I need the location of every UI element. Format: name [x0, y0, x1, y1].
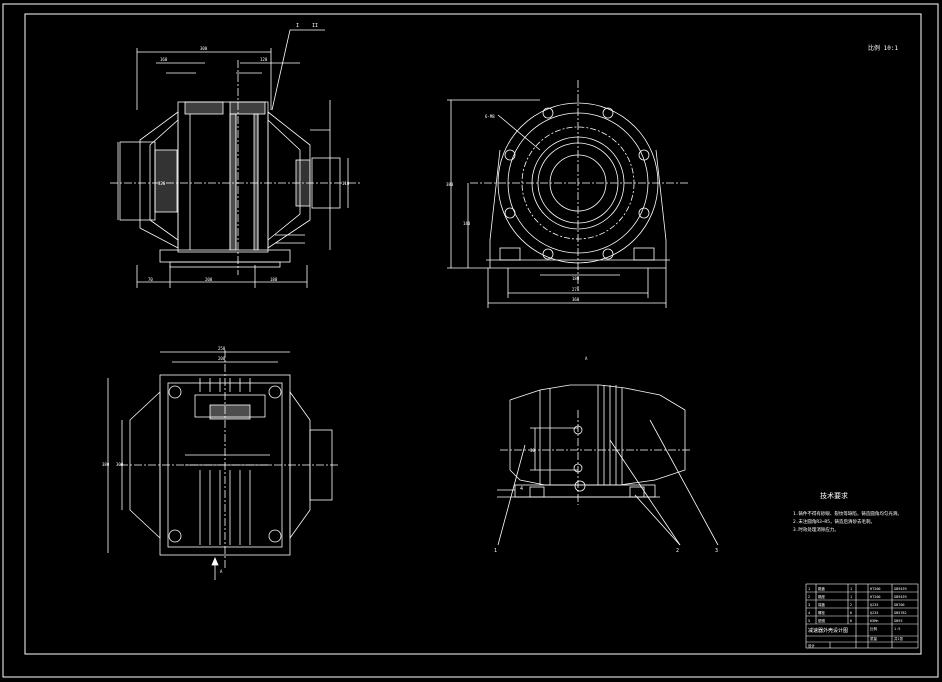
front-section-view — [110, 29, 360, 288]
tech-req-item-2: 2.未注圆角R3~R5，铸造后清砂去毛刺。 — [793, 518, 875, 525]
title-block-cell: 端盖 — [818, 602, 826, 607]
title-block-scale-value: 1:5 — [894, 627, 900, 631]
title-block-cell: 5 — [808, 619, 810, 623]
outer-frame — [2, 3, 939, 678]
dim-top-height2: 300 — [116, 462, 124, 467]
title-block-cell: GB700 — [894, 603, 905, 607]
callout-2: 2 — [676, 548, 679, 554]
dim-front-bottom-right: 180 — [270, 277, 278, 282]
title-block-cell: 3 — [808, 603, 810, 607]
dim-front-right-height: 110 — [342, 181, 350, 186]
top-mark-ii: II — [312, 23, 318, 29]
side-view — [447, 80, 690, 308]
title-block-scale-label: 比例 — [870, 626, 878, 631]
title-block-cell: 箱盖 — [818, 586, 826, 591]
dim-front-top: 300 — [200, 46, 208, 51]
dim-side-hole: 140 — [463, 221, 471, 226]
dim-top-height1: 380 — [102, 462, 110, 467]
dim-front-bottom-mid: 200 — [205, 277, 213, 282]
section-mark: A — [585, 356, 588, 361]
title-block-cell: HT200 — [870, 595, 881, 599]
top-view — [107, 350, 340, 580]
dim-side-height: 380 — [446, 182, 454, 187]
dim-side-base2: 270 — [572, 287, 580, 292]
top-mark-i: I — [296, 23, 299, 29]
tech-req-item-1: 1.铸件不得有砂眼、裂纹等缺陷，铸造圆角均匀光滑。 — [793, 510, 902, 517]
title-block — [805, 583, 919, 649]
title-block-cell: 1 — [808, 587, 810, 591]
dim-top-width2: 200 — [218, 356, 226, 361]
title-block-author-label: 设计 — [808, 643, 816, 648]
callout-4: 4 — [520, 486, 523, 492]
title-block-cell: 6 — [850, 611, 852, 615]
tech-req-item-3: 3.时效处理消除应力。 — [793, 526, 839, 533]
tech-req-title: 技术要求 — [820, 491, 848, 500]
dim-front-sub-right: 120 — [260, 57, 268, 62]
title-block-cell: Q235 — [870, 611, 878, 615]
section-a-view — [497, 384, 719, 546]
title-block-cell: 垫圈 — [818, 618, 826, 623]
title-block-sheet-label: 共1张 — [894, 636, 904, 641]
title-block-cell: GB5782 — [894, 611, 907, 615]
title-block-cell: 2 — [808, 595, 810, 599]
dim-side-label: 6-M8 — [485, 114, 495, 119]
title-block-mass-label: 质量 — [870, 636, 878, 641]
title-block-cell: 1 — [850, 595, 852, 599]
title-block-cell: 2 — [850, 603, 852, 607]
callout-1: 1 — [494, 548, 497, 554]
inner-frame — [24, 13, 922, 655]
title-block-cell: GB9439 — [894, 595, 907, 599]
scale-note: 比例 10:1 — [868, 44, 898, 52]
callout-3: 3 — [715, 548, 718, 554]
title-block-name: 减速器外壳设计图 — [808, 627, 848, 634]
dim-side-base1: 180 — [572, 276, 580, 281]
dim-section-height: 30 — [530, 448, 535, 453]
view-arrow-label: A — [220, 569, 223, 574]
dim-front-bottom-left: 70 — [148, 277, 153, 282]
title-block-cell: 65Mn — [870, 619, 878, 623]
title-block-cell: Q235 — [870, 603, 878, 607]
title-block-cell: 1 — [850, 587, 852, 591]
title-block-cell: GB9439 — [894, 587, 907, 591]
title-block-cell: 螺栓 — [818, 610, 826, 615]
title-block-cell: HT200 — [870, 587, 881, 591]
dim-side-base3: 360 — [572, 297, 580, 302]
title-block-cell: GB93 — [894, 619, 902, 623]
dim-front-left-height: 320 — [158, 181, 166, 186]
title-block-cell: 6 — [850, 619, 852, 623]
dim-front-sub-left: 160 — [160, 57, 168, 62]
title-block-cell: 4 — [808, 611, 810, 615]
dim-top-width1: 250 — [218, 346, 226, 351]
title-block-cell: 箱座 — [818, 594, 826, 599]
